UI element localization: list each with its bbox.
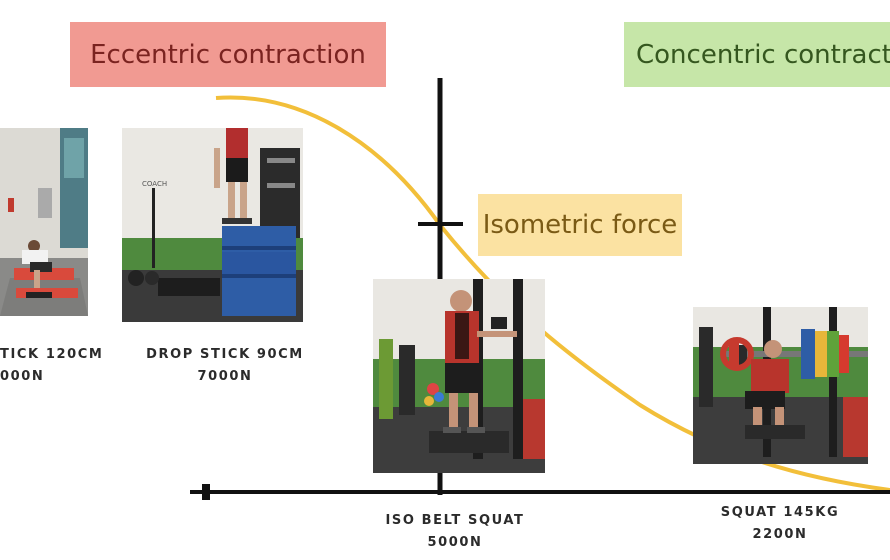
drop-stick-90-photo: COACH: [122, 128, 303, 322]
eccentric-contraction-label: Eccentric contraction: [70, 22, 386, 87]
iso-belt-squat-title: ISO BELT SQUAT: [385, 513, 525, 528]
iso-belt-squat-force: 5000N: [427, 535, 483, 550]
squat-145-title: SQUAT 145KG: [720, 505, 840, 520]
squat-145-photo: [693, 307, 868, 464]
concentric-contraction-label: Concentric contracti: [624, 22, 890, 87]
squat-145-caption: SQUAT 145KG 2200N: [705, 502, 855, 546]
drop-stick-120-photo: [0, 128, 88, 316]
drop-stick-120-caption: TICK 120CM 000N: [0, 344, 104, 388]
iso-belt-squat-photo: [373, 279, 545, 473]
drop-stick-90-force: 7000N: [197, 369, 253, 384]
svg-text:COACH: COACH: [142, 180, 167, 188]
drop-stick-90-caption: DROP STICK 90CM 7000N: [130, 344, 320, 388]
drop-stick-120-title: TICK 120CM: [0, 347, 104, 362]
drop-stick-120-force: 000N: [0, 369, 45, 384]
isometric-force-label: Isometric force: [478, 194, 682, 256]
drop-stick-90-title: DROP STICK 90CM: [146, 347, 304, 362]
squat-145-force: 2200N: [752, 527, 808, 542]
horizontal-axis-end-marker: [202, 484, 210, 500]
iso-belt-squat-caption: ISO BELT SQUAT 5000N: [380, 510, 530, 554]
